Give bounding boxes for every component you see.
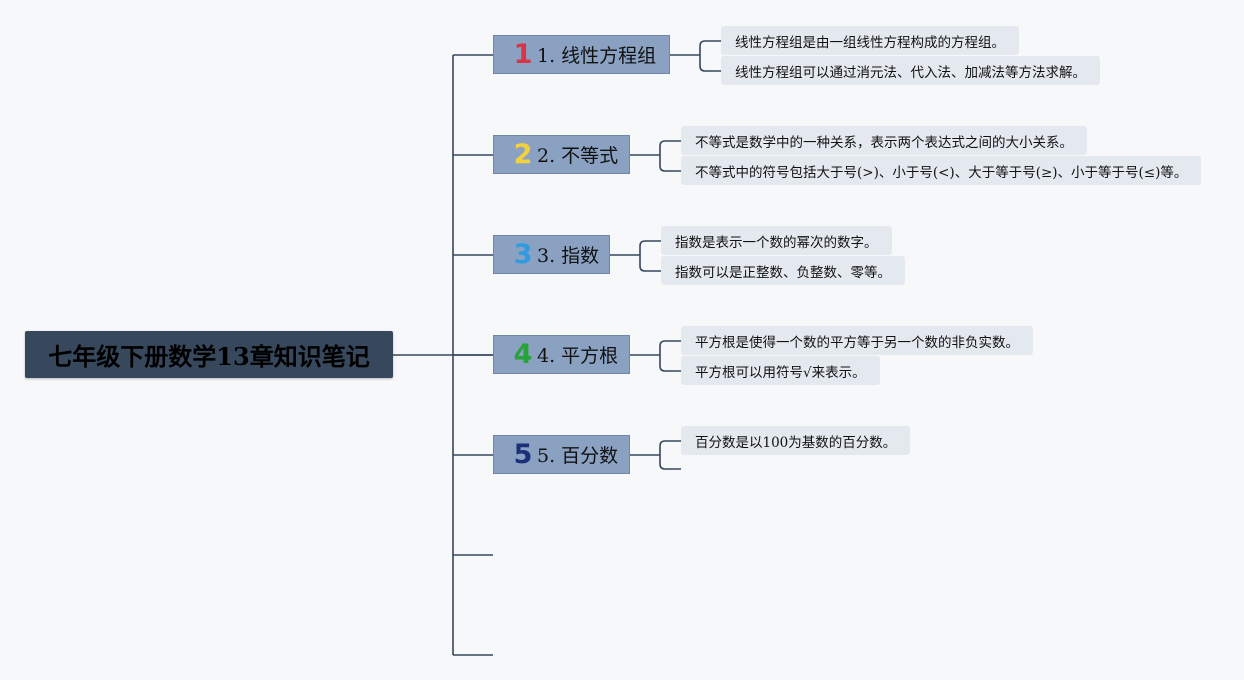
topic-label: 4. 平方根 bbox=[537, 345, 619, 367]
number-4-icon: 4 bbox=[513, 339, 533, 370]
root-label: 七年级下册数学13章知识笔记 bbox=[48, 342, 370, 371]
topic-node-linear-equations[interactable]: 1 1. 线性方程组 bbox=[493, 35, 670, 74]
note-node[interactable]: 不等式是数学中的一种关系，表示两个表达式之间的大小关系。 bbox=[681, 126, 1087, 155]
topic-node-square-root[interactable]: 4 4. 平方根 bbox=[493, 335, 630, 374]
note-label: 指数是表示一个数的幂次的数字。 bbox=[675, 234, 878, 251]
note-node[interactable]: 指数可以是正整数、负整数、零等。 bbox=[661, 256, 905, 285]
note-label: 线性方程组是由一组线性方程构成的方程组。 bbox=[735, 34, 1005, 51]
note-label: 平方根是使得一个数的平方等于另一个数的非负实数。 bbox=[695, 334, 1019, 351]
note-node[interactable]: 不等式中的符号包括大于号(>)、小于号(<)、大于等于号(≥)、小于等于号(≤)… bbox=[681, 156, 1202, 185]
note-label: 指数可以是正整数、负整数、零等。 bbox=[675, 264, 891, 281]
note-label: 平方根可以用符号√来表示。 bbox=[695, 364, 866, 381]
note-label: 不等式是数学中的一种关系，表示两个表达式之间的大小关系。 bbox=[695, 134, 1073, 151]
topic-label: 1. 线性方程组 bbox=[537, 45, 657, 67]
number-2-icon: 2 bbox=[513, 139, 533, 170]
note-bracket bbox=[659, 440, 681, 470]
topic-node-inequalities[interactable]: 2 2. 不等式 bbox=[493, 135, 630, 174]
topic-node-percent[interactable]: 5 5. 百分数 bbox=[493, 435, 630, 474]
topic-label: 3. 指数 bbox=[537, 245, 600, 267]
note-node[interactable]: 平方根是使得一个数的平方等于另一个数的非负实数。 bbox=[681, 326, 1033, 355]
number-1-icon: 1 bbox=[513, 39, 533, 70]
note-node[interactable]: 百分数是以100为基数的百分数。 bbox=[681, 426, 911, 455]
topic-node-exponents[interactable]: 3 3. 指数 bbox=[493, 235, 610, 274]
topic-label: 2. 不等式 bbox=[537, 145, 619, 167]
note-label: 百分数是以100为基数的百分数。 bbox=[695, 434, 897, 451]
note-bracket bbox=[639, 240, 661, 272]
note-bracket bbox=[659, 140, 681, 172]
root-node[interactable]: 七年级下册数学13章知识笔记 bbox=[25, 331, 393, 378]
number-3-icon: 3 bbox=[513, 239, 533, 270]
note-node[interactable]: 线性方程组是由一组线性方程构成的方程组。 bbox=[721, 26, 1019, 55]
note-node[interactable]: 平方根可以用符号√来表示。 bbox=[681, 356, 880, 385]
note-label: 不等式中的符号包括大于号(>)、小于号(<)、大于等于号(≥)、小于等于号(≤)… bbox=[695, 164, 1188, 181]
note-node[interactable]: 线性方程组可以通过消元法、代入法、加减法等方法求解。 bbox=[721, 56, 1100, 85]
topic-label: 5. 百分数 bbox=[537, 445, 619, 467]
note-label: 线性方程组可以通过消元法、代入法、加减法等方法求解。 bbox=[735, 64, 1086, 81]
note-bracket bbox=[699, 40, 721, 72]
number-5-icon: 5 bbox=[513, 439, 533, 470]
note-bracket bbox=[659, 340, 681, 372]
note-node[interactable]: 指数是表示一个数的幂次的数字。 bbox=[661, 226, 892, 255]
